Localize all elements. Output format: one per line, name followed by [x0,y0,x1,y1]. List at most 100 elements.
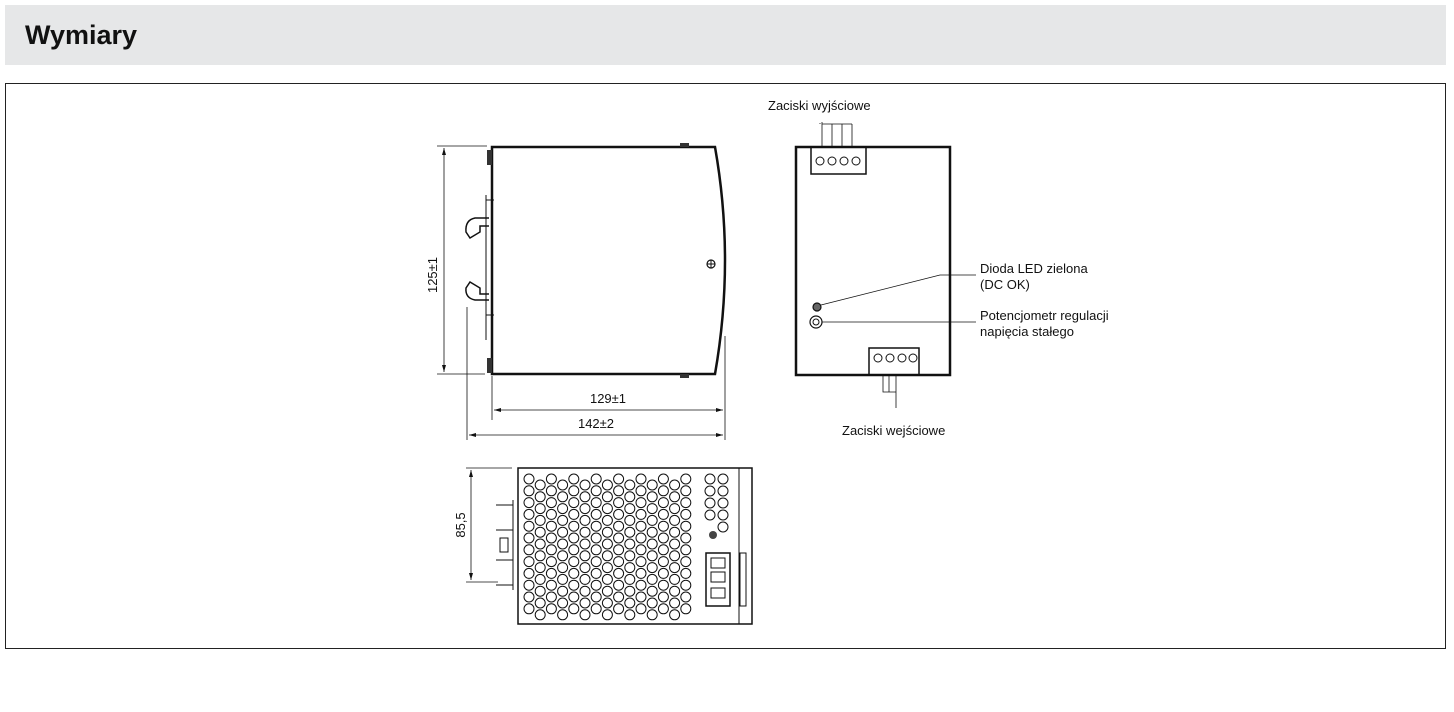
vent-hole [534,609,546,621]
vent-hole [657,556,669,568]
led-label-1: Dioda LED zielona [980,261,1088,276]
vent-hole [568,567,580,579]
vent-hole [534,538,546,550]
vent-hole [704,509,716,521]
body-depth-dimension: 129±1 [590,391,626,406]
vent-hole [590,603,602,615]
vent-hole [557,514,569,526]
vent-hole [568,579,580,591]
vent-hole [717,521,729,533]
vent-hole [545,556,557,568]
vent-hole [590,556,602,568]
vent-hole [657,520,669,532]
vent-hole [613,603,625,615]
vent-hole [635,544,647,556]
vent-hole [646,514,658,526]
vent-hole [601,526,613,538]
vent-hole [613,532,625,544]
vent-hole [523,591,535,603]
vent-hole [601,597,613,609]
vent-hole [657,544,669,556]
vent-hole [557,550,569,562]
vent-hole [579,514,591,526]
vent-hole [717,473,729,485]
vent-hole [545,603,557,615]
vent-hole [534,597,546,609]
pot-label-1: Potencjometr regulacji [980,308,1109,323]
vent-hole [680,497,692,509]
vent-hole [646,526,658,538]
width-dimension: 85,5 [453,512,468,537]
vent-hole [635,532,647,544]
vent-hole [590,567,602,579]
vent-hole [717,497,729,509]
vent-hole [680,603,692,615]
vent-hole [523,544,535,556]
vent-hole [624,597,636,609]
vent-hole [545,567,557,579]
vent-hole [635,497,647,509]
vent-hole [635,520,647,532]
vent-hole [579,491,591,503]
vent-hole [523,579,535,591]
vent-hole [646,573,658,585]
vent-hole [669,491,681,503]
vent-hole [557,585,569,597]
vent-hole [635,591,647,603]
section-header: Wymiary [5,5,1446,65]
vent-hole [579,585,591,597]
vent-hole [523,556,535,568]
vent-hole [646,550,658,562]
vent-hole [680,544,692,556]
vent-hole [557,526,569,538]
total-depth-dimension: 142±2 [578,416,614,431]
vent-hole [568,497,580,509]
vent-hole [523,603,535,615]
vent-hole [624,609,636,621]
vent-hole [680,508,692,520]
vent-hole [624,491,636,503]
vent-hole [601,609,613,621]
vent-hole [601,514,613,526]
vent-hole [717,485,729,497]
vent-hole [590,473,602,485]
vent-hole [646,597,658,609]
vent-hole [646,562,658,574]
vent-hole [646,503,658,515]
vent-hole [601,491,613,503]
vent-hole [704,485,716,497]
vent-hole [579,538,591,550]
vent-hole [590,497,602,509]
vent-hole [557,609,569,621]
vent-hole [545,520,557,532]
vent-hole [579,609,591,621]
vent-hole [545,497,557,509]
vent-hole [613,485,625,497]
vent-hole [613,544,625,556]
vent-hole [657,603,669,615]
vent-hole [704,473,716,485]
vent-hole [613,520,625,532]
vent-hole [613,591,625,603]
vent-hole [657,532,669,544]
vent-hole [579,503,591,515]
vent-hole [523,508,535,520]
vent-hole [523,473,535,485]
vent-hole [557,491,569,503]
vent-hole [635,556,647,568]
section-title: Wymiary [25,20,138,50]
vent-hole [624,538,636,550]
vent-hole [590,508,602,520]
vent-hole [568,520,580,532]
vent-hole [646,491,658,503]
vent-hole [669,538,681,550]
vent-hole [680,485,692,497]
pot-label-2: napięcia stałego [980,324,1074,339]
front-view: Zaciski wyjściowe Zaciski wejściowe Diod… [768,98,1109,438]
vent-hole [534,514,546,526]
vent-hole [557,597,569,609]
vent-hole [657,579,669,591]
vent-hole [601,503,613,515]
vent-hole [613,567,625,579]
